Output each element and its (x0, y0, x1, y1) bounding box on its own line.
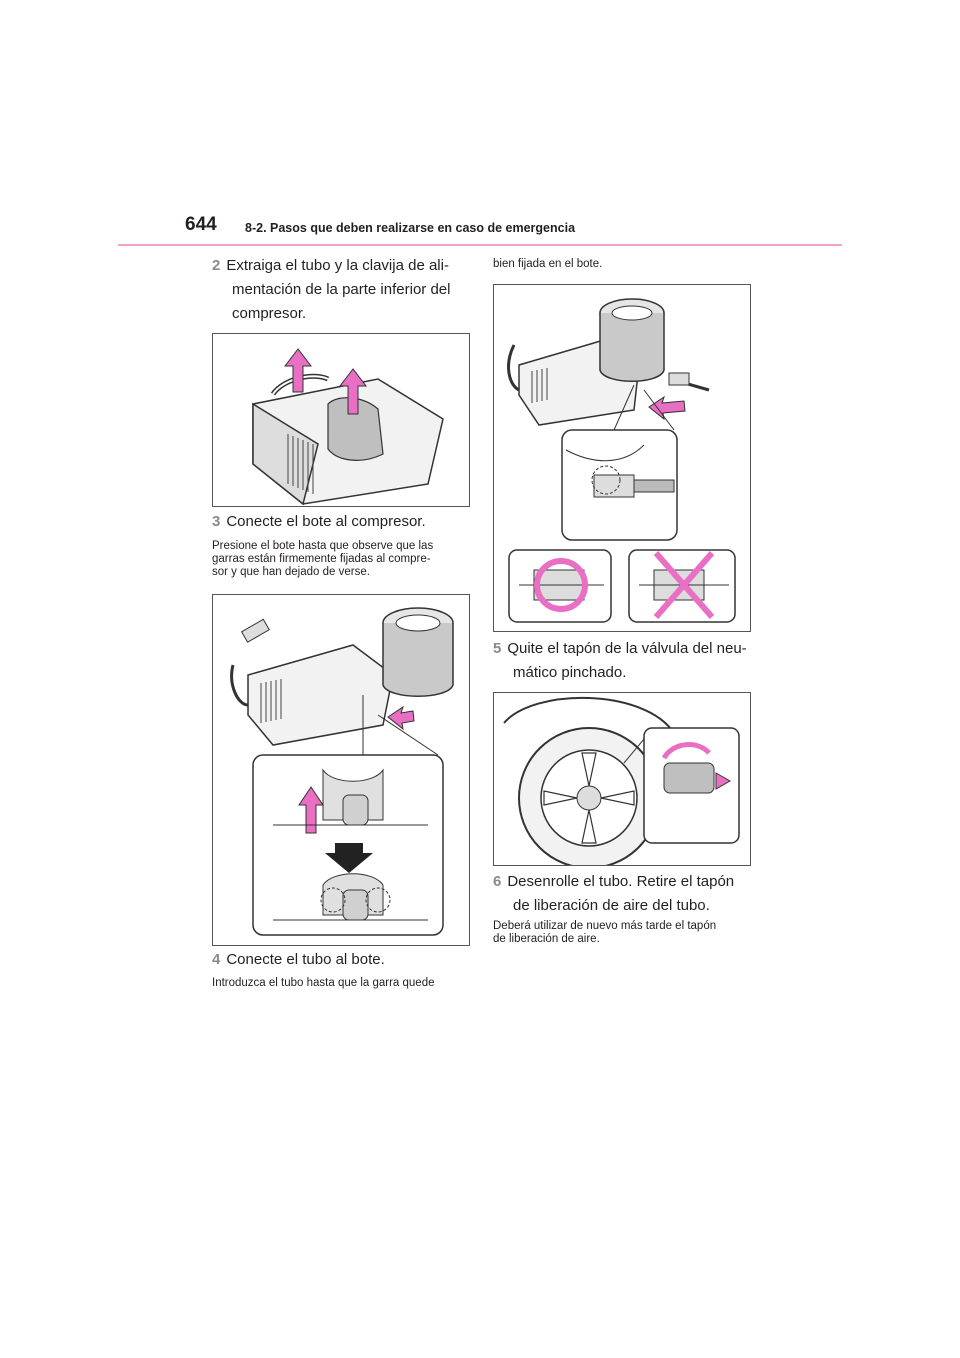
section-title: 8-2. Pasos que deben realizarse en caso … (245, 221, 576, 235)
step-text: Conecte el tubo al bote. (226, 951, 385, 968)
step-number: 2 (212, 257, 221, 274)
figure-connect-hose (493, 284, 751, 632)
figure-remove-hose (212, 333, 470, 507)
note-line: Deberá utilizar de nuevo más tarde el ta… (493, 920, 717, 932)
note-line: de liberación de aire. (493, 933, 600, 945)
step-text-line: mentación de la parte inferior del (232, 281, 451, 298)
step-6: 6 Desenrolle el tubo. Retire el tapón de … (493, 870, 763, 918)
step-4-note-line-2: bien fijada en el bote. (493, 258, 603, 270)
figure-connect-bottle (212, 594, 470, 946)
step-5: 5 Quite el tapón de la válvula del neu- m… (493, 637, 763, 685)
step-text-line: mático pinchado. (513, 664, 627, 681)
step-text: Conecte el bote al compresor. (226, 513, 426, 530)
page-number: 644 (185, 214, 217, 235)
step-number: 6 (493, 873, 502, 890)
note-line: Presione el bote hasta que observe que l… (212, 540, 434, 552)
step-text-line: compresor. (232, 305, 307, 322)
figure-valve-cap (493, 692, 751, 866)
step-number: 5 (493, 640, 502, 657)
note-line: garras están firmemente fijadas al compr… (212, 553, 431, 565)
header-rule (118, 244, 842, 246)
step-text-line: Desenrolle el tubo. Retire el tapón (507, 873, 735, 890)
step-text-line: Quite el tapón de la válvula del neu- (507, 640, 747, 657)
step-text-line: de liberación de aire del tubo. (513, 897, 710, 914)
step-text-line: Extraiga el tubo y la clavija de ali- (226, 257, 449, 274)
step-3: 3 Conecte el bote al compresor. (212, 510, 482, 534)
step-3-note: Presione el bote hasta que observe que l… (212, 540, 482, 579)
note-line: sor y que han dejado de verse. (212, 566, 370, 578)
step-number: 4 (212, 951, 221, 968)
step-4-note-line-1: Introduzca el tubo hasta que la garra qu… (212, 977, 435, 989)
step-6-note: Deberá utilizar de nuevo más tarde el ta… (493, 920, 763, 946)
step-4: 4 Conecte el tubo al bote. (212, 948, 482, 972)
step-number: 3 (212, 513, 221, 530)
step-2: 2 Extraiga el tubo y la clavija de ali- m… (212, 254, 482, 326)
